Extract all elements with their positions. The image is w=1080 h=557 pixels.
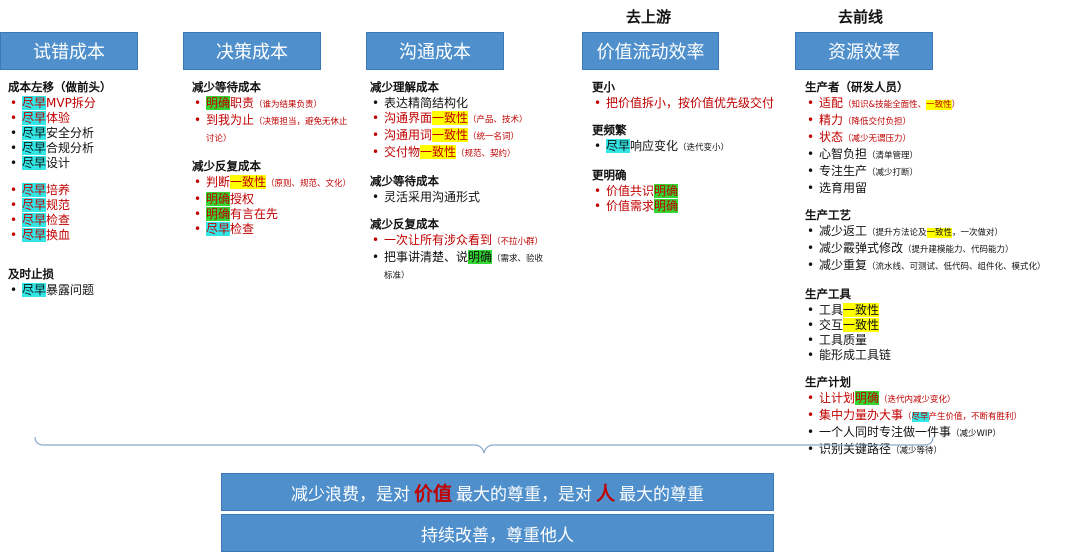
upstream-label: 去上游 [626, 8, 672, 26]
list: 一次让所有涉众看到（不拉小群） 把事讲清楚、说明确（需求、验收标准） [370, 233, 548, 284]
list-item: 交付物一致性（规范、契约） [370, 145, 548, 162]
header-resource-efficiency: 资源效率 [795, 32, 933, 70]
section-title: 减少反复成本 [370, 217, 439, 231]
list-item: 尽早MVP拆分 [8, 96, 178, 111]
list-item: 价值共识明确 [592, 184, 792, 199]
list: 适配（知识&技能全面性、一致性） 精力（降低交付负担） 状态（减少无谓压力） 心… [805, 96, 1077, 196]
list-item: 尽早规范 [8, 198, 178, 213]
list-item: 减少霰弹式修改（提升建模能力、代码能力） [805, 241, 1077, 258]
header-communication-cost: 沟通成本 [366, 32, 504, 70]
section-title: 生产计划 [805, 375, 851, 389]
banner-continuous-improvement: 持续改善，尊重他人 [221, 514, 774, 552]
list-item: 尽早检查 [192, 222, 352, 237]
column-trial-cost: 成本左移（做前头） 尽早MVP拆分 尽早体验 尽早安全分析 尽早合规分析 尽早设… [8, 80, 178, 310]
list-item: 减少返工（提升方法论及一致性，一次做对） [805, 224, 1077, 241]
list-item: 精力（降低交付负担） [805, 113, 1077, 130]
section-title: 及时止损 [8, 267, 54, 281]
list: 判断一致性（原则、规范、文化） 明确授权 明确有言在先 尽早检查 [192, 175, 352, 237]
grouping-brace [34, 436, 934, 454]
list-item: 尽早安全分析 [8, 126, 178, 141]
section-title: 生产工具 [805, 287, 851, 301]
list-item: 把事讲清楚、说明确（需求、验收标准） [370, 250, 548, 284]
list-item: 尽早暴露问题 [8, 283, 178, 298]
list-item: 尽早培养 [8, 183, 178, 198]
list-item: 尽早体验 [8, 111, 178, 126]
section-title: 减少反复成本 [192, 159, 261, 173]
list-item: 工具质量 [805, 333, 1077, 348]
list: 把价值拆小，按价值优先级交付 [592, 96, 792, 111]
section-title: 减少等待成本 [192, 80, 261, 94]
section-title: 更频繁 [592, 123, 627, 137]
list: 表达精简结构化 沟通界面一致性（产品、技术） 沟通用词一致性（统一名词） 交付物… [370, 96, 548, 162]
section-title: 减少等待成本 [370, 174, 439, 188]
list-item: 价值需求明确 [592, 199, 792, 214]
column-resource-efficiency: 生产者（研发人员） 适配（知识&技能全面性、一致性） 精力（降低交付负担） 状态… [805, 80, 1077, 471]
list-item: 沟通用词一致性（统一名词） [370, 128, 548, 145]
list: 明确职责（谁为结果负责） 到我为止（决策担当，避免无休止讨论） [192, 96, 352, 147]
section-title: 成本左移（做前头） [8, 80, 112, 94]
banner-text-2: 最大的尊重，是对 [456, 484, 592, 505]
list-item: 判断一致性（原则、规范、文化） [192, 175, 352, 192]
list: 尽早MVP拆分 尽早体验 尽早安全分析 尽早合规分析 尽早设计 [8, 96, 178, 171]
list: 尽早培养 尽早规范 尽早检查 尽早换血 [8, 183, 178, 243]
list-item: 状态（减少无谓压力） [805, 130, 1077, 147]
list-item: 尽早换血 [8, 228, 178, 243]
list-item: 心智负担（清单管理） [805, 147, 1077, 164]
column-value-flow: 更小 把价值拆小，按价值优先级交付 更频繁 尽早响应变化（迭代变小） 更明确 价… [592, 80, 792, 226]
list-item: 把价值拆小，按价值优先级交付 [592, 96, 792, 111]
list-item: 能形成工具链 [805, 348, 1077, 363]
list-item: 到我为止（决策担当，避免无休止讨论） [192, 113, 352, 147]
list-item: 减少重复（流水线、可测试、低代码、组件化、模式化） [805, 258, 1077, 275]
banner-emphasis-people: 人 [596, 482, 616, 505]
list: 工具一致性 交互一致性 工具质量 能形成工具链 [805, 303, 1077, 363]
section-title: 生产者（研发人员） [805, 80, 909, 94]
banner-text-3: 最大的尊重 [619, 484, 705, 505]
section-title: 更小 [592, 80, 615, 94]
section-title: 减少理解成本 [370, 80, 439, 94]
list: 尽早暴露问题 [8, 283, 178, 298]
list-item: 明确有言在先 [192, 207, 352, 222]
list-item: 集中力量办大事（尽早产生价值，不断有胜利） [805, 408, 1077, 425]
list-item: 尽早设计 [8, 156, 178, 171]
list-item: 专注生产（减少打断） [805, 164, 1077, 181]
list: 价值共识明确 价值需求明确 [592, 184, 792, 214]
list-item: 明确授权 [192, 192, 352, 207]
banner-text-1: 减少浪费，是对 [290, 484, 410, 505]
list: 灵活采用沟通形式 [370, 190, 548, 205]
section-title: 更明确 [592, 168, 627, 182]
header-decision-cost: 决策成本 [183, 32, 321, 70]
list-item: 尽早响应变化（迭代变小） [592, 139, 792, 156]
list-item: 一个人同时专注做一件事（减少WIP） [805, 425, 1077, 442]
list-item: 尽早合规分析 [8, 141, 178, 156]
list-item: 工具一致性 [805, 303, 1077, 318]
header-trial-cost: 试错成本 [0, 32, 138, 70]
list-item: 交互一致性 [805, 318, 1077, 333]
list-item: 尽早检查 [8, 213, 178, 228]
banner-emphasis-value: 价值 [413, 482, 452, 505]
list-item: 明确职责（谁为结果负责） [192, 96, 352, 113]
header-value-flow-efficiency: 价值流动效率 [582, 32, 719, 70]
column-decision-cost: 减少等待成本 明确职责（谁为结果负责） 到我为止（决策担当，避免无休止讨论） 减… [192, 80, 352, 249]
section-title: 生产工艺 [805, 208, 851, 222]
list-item: 一次让所有涉众看到（不拉小群） [370, 233, 548, 250]
list: 尽早响应变化（迭代变小） [592, 139, 792, 156]
list-item: 沟通界面一致性（产品、技术） [370, 111, 548, 128]
column-communication-cost: 减少理解成本 表达精简结构化 沟通界面一致性（产品、技术） 沟通用词一致性（统一… [370, 80, 548, 296]
banner-text: 持续改善，尊重他人 [421, 525, 574, 546]
list-item: 让计划明确（迭代内减少变化） [805, 391, 1077, 408]
list-item: 灵活采用沟通形式 [370, 190, 548, 205]
list: 减少返工（提升方法论及一致性，一次做对） 减少霰弹式修改（提升建模能力、代码能力… [805, 224, 1077, 275]
list-item: 适配（知识&技能全面性、一致性） [805, 96, 1077, 113]
banner-reduce-waste: 减少浪费，是对 价值 最大的尊重，是对 人 最大的尊重 [221, 473, 774, 511]
frontline-label: 去前线 [838, 8, 884, 26]
list-item: 表达精简结构化 [370, 96, 548, 111]
list-item: 选育用留 [805, 181, 1077, 196]
